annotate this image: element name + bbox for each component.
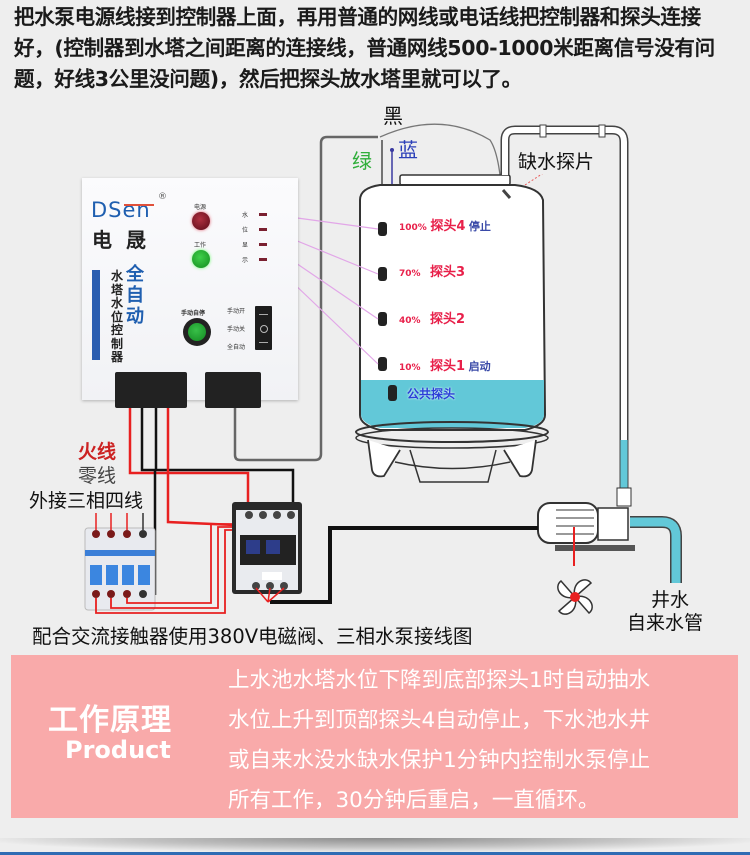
manual-reset-button[interactable] — [183, 318, 211, 346]
probe-3-percent: 70% — [399, 269, 421, 279]
three-phase-label: 外接三相四线 — [29, 486, 144, 513]
signal-cable — [233, 135, 378, 462]
pump-power-cable — [270, 526, 538, 604]
principle-title: 工作原理 — [48, 703, 172, 738]
tap-water-label: 自来水管 — [627, 612, 704, 634]
probe-3-row: 70% 探头3 — [399, 261, 465, 280]
power-label: 电源 — [194, 204, 207, 211]
impeller-icon — [557, 579, 593, 615]
diagram-caption: 配合交流接触器使用380V电磁阀、三相水泵接线图 — [32, 625, 473, 648]
contactor — [232, 502, 302, 603]
level-led-icon — [259, 228, 267, 231]
product-name: 水塔水位控制器 — [110, 269, 123, 364]
registered-mark: ® — [158, 192, 167, 202]
probe-1-percent: 10% — [399, 363, 421, 373]
probe-2-name: 探头2 — [430, 312, 466, 327]
controller-wires — [128, 400, 295, 595]
tank-water — [361, 380, 544, 428]
probe-2-percent: 40% — [399, 316, 421, 326]
brand-logo: DSen — [91, 198, 151, 222]
probe-3-name: 探头3 — [430, 265, 466, 280]
work-label: 工作 — [194, 242, 207, 249]
probe-markers — [378, 222, 397, 401]
switch-label: 全自动 — [227, 344, 246, 351]
level-led-icon — [259, 258, 267, 261]
principle-line: 上水池水塔水位下降到底部探头1时自动抽水 — [228, 668, 651, 693]
blue-wire-label: 蓝 — [398, 138, 418, 162]
power-led-icon — [192, 212, 210, 230]
neutral-wire-label: 零线 — [78, 465, 117, 487]
auto-label: 全自动 — [126, 264, 144, 327]
green-wire-label: 绿 — [352, 149, 372, 173]
level-led-icon — [259, 213, 267, 216]
probe-1-name: 探头1 — [430, 359, 466, 374]
circuit-breaker — [84, 513, 156, 611]
power-terminal-block — [115, 372, 187, 408]
intro-paragraph: 把水泵电源线接到控制器上面，再用普通的网线或电话线把控制器和探头连接好，(控制器… — [14, 5, 715, 91]
indicator-label: 示 — [242, 257, 249, 264]
probe-4-action: 停止 — [468, 220, 491, 233]
working-principle-panel: 工作原理 Product 上水池水塔水位下降到底部探头1时自动抽水 水位上升到顶… — [11, 655, 738, 818]
probe-terminal-block — [205, 372, 261, 408]
indicator-label: 水 — [242, 212, 249, 219]
indicator-label: 位 — [242, 227, 249, 234]
dry-probe-label: 缺水探片 — [518, 147, 595, 174]
live-wire-label: 火线 — [78, 441, 117, 463]
mode-rocker-switch[interactable] — [255, 306, 272, 350]
probe-2-row: 40% 探头2 — [399, 308, 465, 327]
work-led-icon — [192, 250, 210, 268]
side-strip — [92, 270, 100, 360]
principle-line: 所有工作，30分钟后重启，一直循环。 — [228, 788, 600, 813]
black-wire — [379, 123, 503, 201]
well-water-label: 井水 — [651, 589, 690, 611]
tank-leg — [367, 439, 401, 478]
common-probe-label: 公共探头 — [407, 387, 456, 401]
indicator-label: 显 — [242, 242, 249, 249]
brand-underline — [124, 204, 154, 206]
water-level-controller: DSen ® 电晟 水塔水位控制器 全自动 电源 工作 水 位 显 示 手动自停… — [82, 178, 298, 400]
tank-leg — [503, 439, 537, 478]
brand-chinese: 电晟 — [92, 228, 160, 252]
panel-shadow — [0, 838, 750, 852]
principle-line: 或自来水没水缺水保护1分钟内控制水泵停止 — [228, 748, 651, 773]
switch-label: 手动关 — [227, 326, 246, 333]
principle-line: 水位上升到顶部探头4自动停止，下水池水井 — [228, 708, 651, 733]
wiring-diagram — [84, 123, 682, 615]
bottom-accent-line — [0, 852, 750, 855]
probe-1-action: 启动 — [468, 360, 491, 373]
switch-label: 手动开 — [227, 308, 246, 315]
probe-4-name: 探头4 — [430, 219, 466, 234]
principle-subtitle: Product — [65, 736, 171, 764]
pump — [537, 487, 682, 615]
level-led-icon — [259, 243, 267, 246]
manual-reset-label: 手动自停 — [181, 310, 206, 317]
probe-4-row: 100% 探头4 停止 — [399, 215, 491, 234]
probe-4-percent: 100% — [399, 223, 427, 233]
probe-1-row: 10% 探头1 启动 — [399, 355, 491, 374]
black-wire-label: 黑 — [383, 104, 403, 128]
principle-text: 上水池水塔水位下降到底部探头1时自动抽水 水位上升到顶部探头4自动停止，下水池水… — [228, 661, 728, 821]
